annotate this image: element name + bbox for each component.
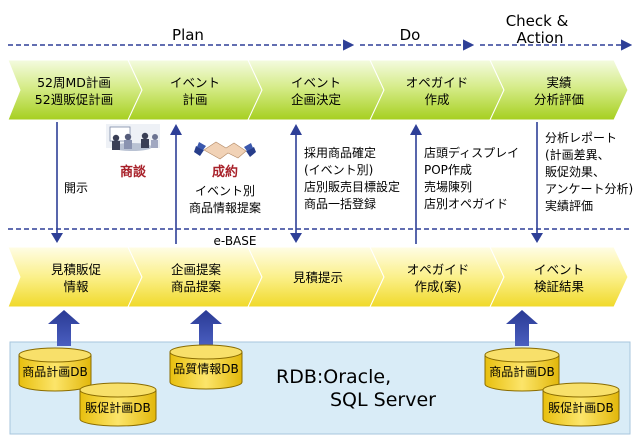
phase-check-label-2: Action <box>517 29 564 47</box>
contract-detail-2: 商品情報提案 <box>189 200 261 215</box>
bottom-step-3-line1: 見積提示 <box>293 270 343 285</box>
store-line-3: 売場陳列 <box>424 179 472 194</box>
connector-arrows <box>51 122 543 244</box>
bottom-step-4-line1: オペガイド <box>407 262 470 277</box>
db-label-left-top: 商品計画DB <box>22 364 87 379</box>
top-chevron-5 <box>489 59 629 121</box>
top-step-4-line1: オペガイド <box>406 75 469 90</box>
bottom-step-5-line2: 検証結果 <box>534 279 585 294</box>
db-arrow-center <box>190 310 222 346</box>
arrow-results-head <box>531 233 543 243</box>
decision-line-1: 採用商品確定 <box>304 145 376 160</box>
decision-line-4: 商品一括登録 <box>304 196 376 211</box>
rdb-label-line1: RDB:Oracle, <box>276 366 391 388</box>
db-cyl-right-bottom <box>542 390 620 427</box>
arrow-decision-head-up <box>290 124 302 135</box>
top-chevron-3 <box>247 59 385 121</box>
decision-line-2: (イベント別) <box>304 163 373 177</box>
bottom-step-1-line1: 見積販促 <box>51 262 102 277</box>
db-cyl-center <box>169 352 243 390</box>
db-arrow-left <box>48 310 80 346</box>
database-cylinders <box>18 344 620 427</box>
negotiation-label: 商談 <box>120 164 147 180</box>
top-step-2-line1: イベント <box>170 75 220 90</box>
report-line-4: アンケート分析) <box>545 182 633 196</box>
report-line-5: 実績評価 <box>545 198 593 213</box>
db-label-right-bottom: 販促計画DB <box>548 400 613 415</box>
bottom-step-5-line1: イベント <box>534 262 584 277</box>
report-line-2: (計画差異、 <box>545 147 610 162</box>
bottom-process-chevrons <box>7 246 629 308</box>
top-step-1-line2: 52週販促計画 <box>35 92 113 107</box>
decision-line-3: 店別販売目標設定 <box>304 179 400 194</box>
bottom-chevron-2 <box>127 246 263 308</box>
top-step-3-line2: 企画決定 <box>291 92 341 107</box>
top-chevron-1 <box>7 59 143 121</box>
arrow-guide-head <box>410 124 422 135</box>
bottom-step-4-line2: 作成(案) <box>414 279 461 294</box>
top-step-5-line2: 分析評価 <box>534 92 584 107</box>
top-chevron-4 <box>369 59 505 121</box>
phase-do-label: Do <box>400 26 421 44</box>
report-line-3: 販促効果、 <box>545 164 605 179</box>
phase-plan-label: Plan <box>172 26 204 44</box>
top-step-1-line1: 52周MD計画 <box>37 75 111 90</box>
contract-label: 成約 <box>212 164 238 180</box>
db-label-center: 品質情報DB <box>173 361 238 376</box>
db-label-right-top: 商品計画DB <box>489 364 554 379</box>
meeting-icon <box>106 124 160 151</box>
top-step-4-line2: 作成 <box>424 92 449 107</box>
top-step-2-line2: 計画 <box>182 92 207 107</box>
bottom-step-2-line1: 企画提案 <box>171 262 222 277</box>
store-line-4: 店別オペガイド <box>424 197 508 211</box>
arrow-disclosure-head <box>51 233 63 243</box>
db-arrow-right <box>506 310 538 346</box>
bottom-chevron-1 <box>7 246 143 308</box>
database-up-arrows <box>48 310 538 346</box>
phase-check-label-1: Check & <box>506 12 569 30</box>
ebase-label: e-BASE <box>214 234 257 248</box>
store-line-1: 店頭ディスプレイ <box>424 145 519 160</box>
store-line-2: POP作成 <box>424 163 472 177</box>
arrow-decision-head-down <box>290 233 302 243</box>
disclosure-label: 開示 <box>64 181 88 195</box>
bottom-step-1-line2: 情報 <box>63 279 89 294</box>
bottom-step-2-line2: 商品提案 <box>171 279 222 294</box>
top-process-chevrons <box>7 59 629 121</box>
report-line-1: 分析レポート <box>545 131 617 145</box>
db-cyl-left-bottom <box>79 390 157 427</box>
rdb-label-line2: SQL Server <box>330 389 436 411</box>
top-chevron-2 <box>127 59 263 121</box>
handshake-icon <box>194 141 256 160</box>
top-step-3-line1: イベント <box>291 75 341 90</box>
bottom-chevron-4 <box>369 246 505 308</box>
top-step-5-line1: 実績 <box>546 75 571 90</box>
db-label-left-bottom: 販促計画DB <box>85 400 150 415</box>
contract-detail-1: イベント別 <box>195 184 255 198</box>
arrow-proposal-head <box>170 124 182 135</box>
bottom-chevron-5 <box>489 246 629 308</box>
